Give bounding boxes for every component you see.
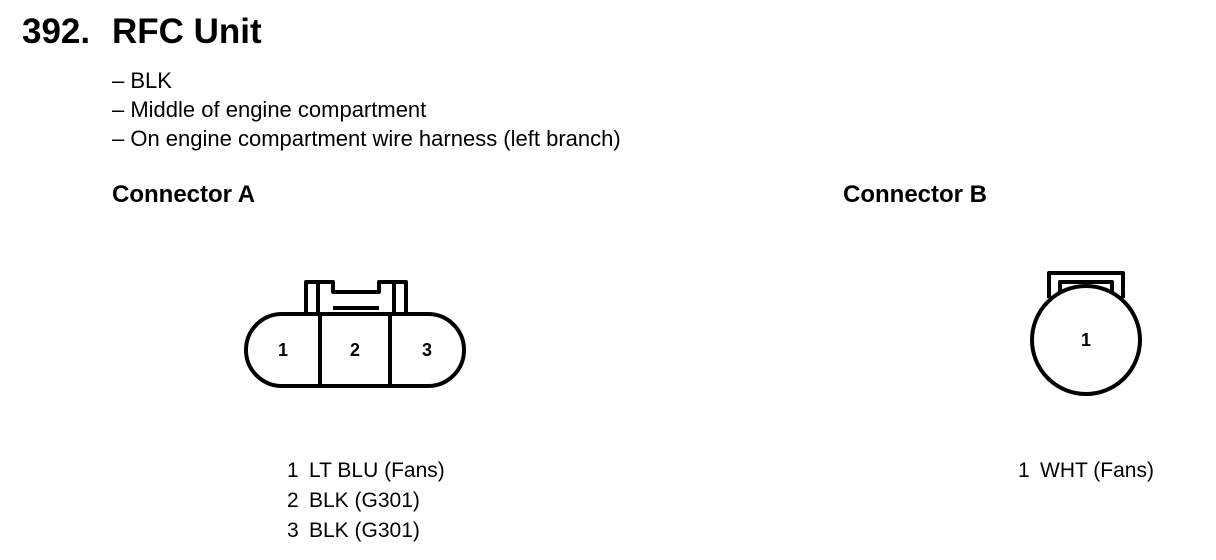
pin-number: 1 bbox=[287, 459, 299, 482]
connector-b-title: Connector B bbox=[843, 181, 987, 208]
connector-a-title: Connector A bbox=[112, 181, 256, 208]
connector-b-lock-tab bbox=[1047, 271, 1125, 298]
wire-description: BLK (G301) bbox=[309, 519, 420, 542]
detail-location: – Middle of engine compartment bbox=[112, 97, 427, 122]
page-heading: 392. RFC Unit bbox=[22, 12, 262, 52]
detail-color: – BLK bbox=[112, 68, 172, 93]
terminal-label: 2 bbox=[350, 340, 360, 360]
component-title: RFC Unit bbox=[112, 12, 262, 51]
wire-description: LT BLU (Fans) bbox=[309, 459, 445, 482]
connector-a-housing bbox=[244, 312, 466, 388]
pin-number: 2 bbox=[287, 489, 299, 512]
terminal-label: 1 bbox=[278, 340, 288, 360]
connector-a-lock-tab bbox=[304, 280, 408, 316]
connector-a-diagram: 1 2 3 bbox=[244, 280, 466, 388]
connector-b-diagram: 1 bbox=[1030, 271, 1142, 396]
wire-description: WHT (Fans) bbox=[1040, 459, 1154, 482]
pin-row: 3 BLK (G301) bbox=[287, 516, 445, 546]
terminal-label: 3 bbox=[422, 340, 432, 360]
pin-row: 2 BLK (G301) bbox=[287, 486, 445, 516]
wire-description: BLK (G301) bbox=[309, 489, 420, 512]
pin-row: 1 WHT (Fans) bbox=[1018, 456, 1154, 486]
pin-number: 1 bbox=[1018, 459, 1030, 482]
component-number: 392. bbox=[22, 12, 91, 51]
connector-b-housing bbox=[1030, 284, 1142, 396]
terminal-label: 1 bbox=[1081, 330, 1091, 350]
pin-row: 1 LT BLU (Fans) bbox=[287, 456, 445, 486]
pin-number: 3 bbox=[287, 519, 299, 542]
connector-b-pin-list: 1 WHT (Fans) bbox=[1018, 456, 1154, 486]
detail-harness: – On engine compartment wire harness (le… bbox=[112, 126, 621, 151]
component-details: – BLK – Middle of engine compartment – O… bbox=[112, 66, 621, 153]
